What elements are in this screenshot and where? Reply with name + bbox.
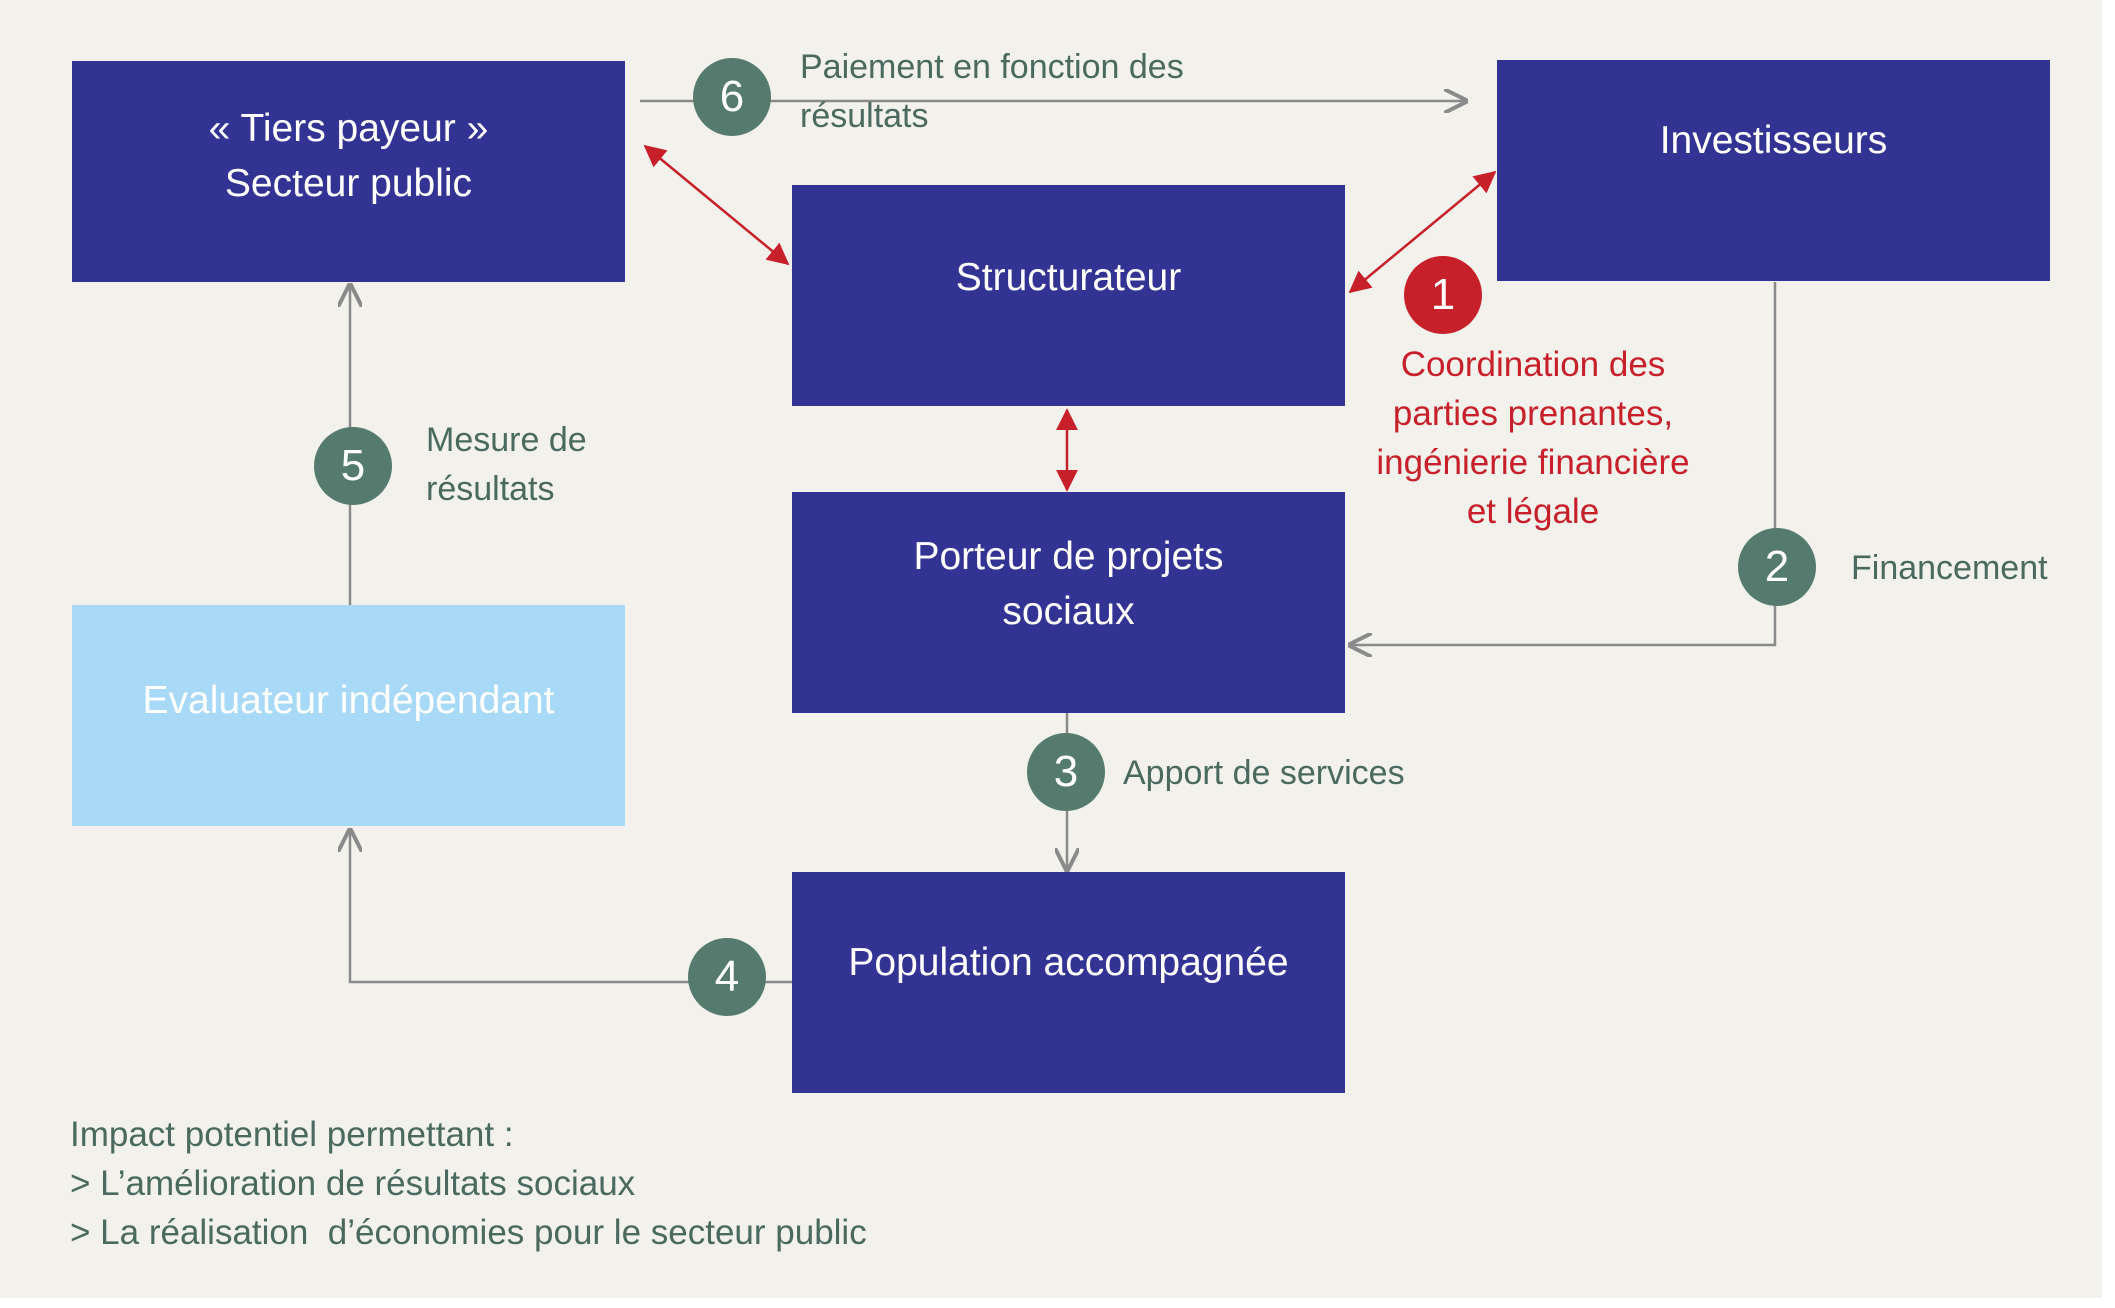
arrow-financing [1350, 282, 1777, 645]
box-population: Population accompagnée [792, 872, 1345, 1093]
box-structurateur: Structurateur [792, 185, 1345, 406]
step-2-label-line1: Financement [1851, 549, 2048, 587]
box-tiers-payeur-line2: Secteur public [224, 162, 473, 205]
step-1-badge: 1 [1404, 256, 1482, 334]
step-6-badge: 6 [693, 58, 771, 136]
step-1-label-line4: et légale [1466, 492, 1600, 531]
step-1-label-line1: Coordination des [1400, 345, 1666, 384]
impact-footer-line2: > L’amélioration de résultats sociaux [70, 1164, 636, 1203]
box-porteur-line1: Porteur de projets [913, 535, 1224, 578]
box-porteur-line2: sociaux [1002, 590, 1135, 633]
step-5-label-line2: résultats [426, 470, 555, 508]
coord-arrow-structurateur-investisseurs [1348, 170, 1497, 294]
step-5-label-line1: Mesure de [426, 421, 587, 459]
step-6-label-line1: Paiement en fonction des [800, 48, 1184, 86]
step-3-badge: 3 [1027, 733, 1105, 811]
step-1-label: Coordination des parties prenantes, ingé… [1333, 340, 1733, 536]
box-tiers-payeur-line1: « Tiers payeur » [208, 107, 489, 150]
coord-arrow-tiers-structurateur [643, 144, 790, 266]
impact-footer: Impact potentiel permettant : > L’amélio… [70, 1110, 867, 1257]
box-tiers-payeur: « Tiers payeur » Secteur public [72, 61, 625, 282]
impact-footer-line1: Impact potentiel permettant : [70, 1115, 514, 1154]
step-5-badge: 5 [314, 427, 392, 505]
box-investisseurs-label: Investisseurs [1659, 119, 1888, 162]
step-3-label: Apport de services [1123, 749, 1405, 798]
step-3-label-line1: Apport de services [1123, 754, 1405, 792]
step-5-label: Mesure de résultats [426, 416, 587, 514]
step-4-badge: 4 [688, 938, 766, 1016]
box-population-label: Population accompagnée [848, 941, 1289, 984]
step-2-label: Financement [1851, 544, 2048, 593]
box-investisseurs: Investisseurs [1497, 60, 2050, 281]
step-1-label-line3: ingénierie financière [1376, 443, 1690, 482]
arrow-evaluation [350, 830, 792, 984]
step-2-badge: 2 [1738, 528, 1816, 606]
box-evaluateur: Evaluateur indépendant [72, 605, 625, 826]
box-evaluateur-label: Evaluateur indépendant [142, 679, 555, 722]
box-porteur-projets: Porteur de projets sociaux [792, 492, 1345, 713]
step-1-label-line2: parties prenantes, [1392, 394, 1674, 433]
box-structurateur-label: Structurateur [955, 256, 1182, 299]
step-6-label: Paiement en fonction des résultats [800, 43, 1184, 141]
impact-footer-line3: > La réalisation d’économies pour le sec… [70, 1213, 867, 1252]
step-6-label-line2: résultats [800, 97, 929, 135]
